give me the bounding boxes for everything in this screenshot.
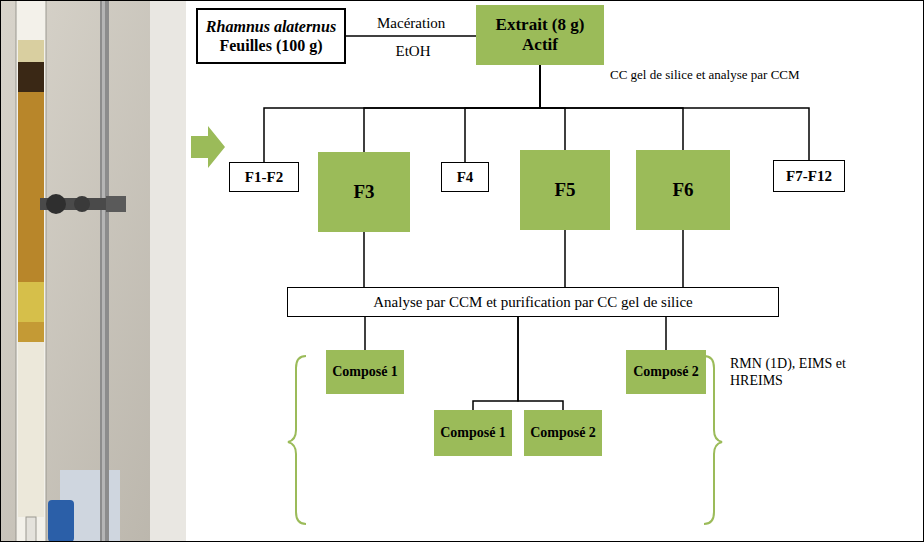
- connector-line: [364, 317, 366, 350]
- node-text: F5: [554, 179, 575, 202]
- node-text: Composé 1: [440, 425, 506, 442]
- connector-line: [473, 317, 518, 410]
- extract-box: Extrait (8 g) Actif: [476, 5, 604, 65]
- connector-line: [465, 65, 540, 162]
- node-text: Composé 2: [530, 425, 596, 442]
- bracket-left: [288, 356, 306, 524]
- connector-line: [346, 35, 476, 37]
- fraction-box: F5: [520, 150, 610, 230]
- node-text: Feuilles (100 g): [219, 36, 322, 55]
- node-text: Rhamnus alaternus: [206, 17, 336, 36]
- edge-label: Macération: [375, 14, 447, 32]
- connector-line: [363, 232, 365, 287]
- method-label: CC gel de silice et analyse par CCM: [608, 67, 817, 83]
- node-text: Extrait (8 g) Actif: [482, 15, 598, 56]
- compound-box: Composé 2: [524, 410, 602, 456]
- node-text: F4: [457, 168, 474, 186]
- connector-line: [665, 317, 667, 350]
- arrow-symbol: [191, 126, 225, 168]
- node-text: F3: [353, 181, 374, 204]
- compound-box: Composé 1: [326, 350, 404, 394]
- solvent-label: EtOH: [346, 42, 480, 60]
- compound-box: Composé 1: [434, 410, 512, 456]
- compound-box: Composé 2: [626, 350, 706, 394]
- fraction-box: F7-F12: [773, 160, 845, 192]
- analysis-label: RMN (1D), EIMS et HREIMS: [728, 356, 860, 390]
- node-text: Composé 1: [332, 364, 398, 381]
- process-box: Analyse par CCM et purification par CC g…: [287, 287, 779, 317]
- node-text: Composé 2: [633, 364, 699, 381]
- fraction-box: F1-F2: [229, 162, 299, 192]
- fraction-box: F3: [318, 152, 410, 232]
- fraction-box: F4: [441, 162, 489, 192]
- node-text: F7-F12: [786, 167, 832, 185]
- connector-line: [682, 230, 684, 287]
- connector-line: [564, 230, 566, 287]
- bracket-right: [704, 356, 722, 524]
- node-text: F6: [672, 179, 693, 202]
- node-text: Analyse par CCM et purification par CC g…: [373, 293, 693, 311]
- connector-line: [518, 317, 563, 410]
- node-text: F1-F2: [245, 168, 283, 186]
- source-box: Rhamnus alaternusFeuilles (100 g): [196, 8, 346, 64]
- connector-line: [264, 65, 540, 162]
- fraction-box: F6: [636, 150, 730, 230]
